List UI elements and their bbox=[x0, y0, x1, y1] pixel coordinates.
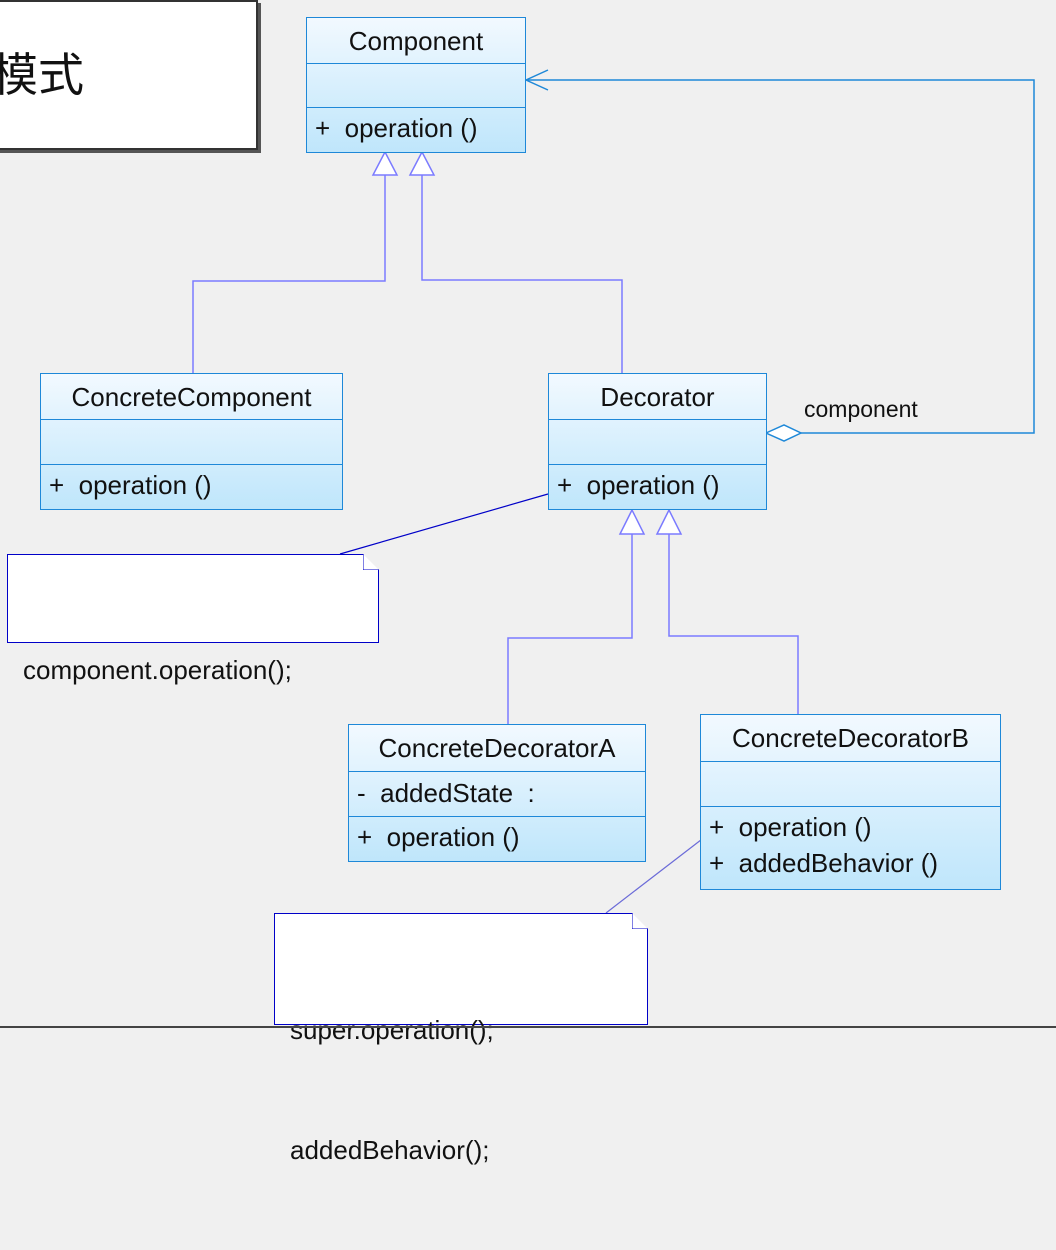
diagram-connectors bbox=[192, 69, 1035, 914]
attributes-section: - addedState : bbox=[349, 772, 645, 817]
operation-item: + operation () bbox=[49, 470, 212, 500]
attributes-section bbox=[701, 762, 1000, 807]
aggregation-diamond bbox=[764, 424, 803, 442]
operations-section: + operation () bbox=[307, 108, 525, 152]
class-component[interactable]: Component + operation () bbox=[306, 17, 526, 153]
note-line: component.operation(); bbox=[23, 655, 292, 685]
inheritance-arrowhead bbox=[655, 508, 683, 535]
inheritance-arrowhead bbox=[618, 508, 646, 535]
operations-section: + operation () bbox=[349, 817, 645, 861]
attributes-section bbox=[307, 64, 525, 108]
class-concrete-component[interactable]: ConcreteComponent + operation () bbox=[40, 373, 343, 510]
note-decorator-b[interactable]: super.operation(); addedBehavior(); bbox=[274, 913, 648, 1165]
inheritance-decoratorb-to-decorator bbox=[668, 533, 799, 714]
class-concrete-decorator-b[interactable]: ConcreteDecoratorB + operation () + adde… bbox=[700, 714, 1001, 890]
class-name: ConcreteDecoratorA bbox=[349, 725, 645, 772]
class-decorator[interactable]: Decorator + operation () bbox=[548, 373, 767, 510]
association-arrowhead bbox=[524, 69, 549, 91]
operation-item: + operation () bbox=[357, 822, 520, 852]
page-title: 模式 bbox=[0, 48, 84, 102]
association-role-label: component bbox=[804, 396, 918, 422]
operation-item: + operation () bbox=[709, 812, 872, 842]
note-line: addedBehavior(); bbox=[290, 1135, 490, 1165]
title-box: 模式 bbox=[0, 0, 258, 150]
note-fold-icon bbox=[363, 554, 379, 570]
class-name: Component bbox=[307, 18, 525, 64]
operation-item: + operation () bbox=[315, 113, 478, 143]
inheritance-arrowhead bbox=[408, 150, 436, 176]
operation-item: + addedBehavior () bbox=[709, 848, 939, 878]
note-line: super.operation(); bbox=[290, 1015, 494, 1045]
note-decorator[interactable]: component.operation(); bbox=[7, 554, 379, 685]
bottom-divider bbox=[0, 1026, 1056, 1028]
inheritance-concretecomponent-to-component bbox=[192, 174, 386, 373]
class-name: Decorator bbox=[549, 374, 766, 420]
inheritance-decorator-to-component bbox=[421, 174, 623, 373]
note-fold-icon bbox=[632, 913, 648, 929]
operations-section: + operation () + addedBehavior () bbox=[701, 807, 1000, 889]
inheritance-decoratora-to-decorator bbox=[507, 533, 633, 724]
note-anchor-line bbox=[339, 493, 549, 555]
inheritance-arrowhead bbox=[371, 150, 399, 176]
attribute-item: - addedState : bbox=[357, 778, 535, 808]
operation-item: + operation () bbox=[557, 470, 720, 500]
attributes-section bbox=[41, 420, 342, 465]
aggregation-decorator-to-component bbox=[526, 79, 1035, 434]
attributes-section bbox=[549, 420, 766, 465]
class-name: ConcreteComponent bbox=[41, 374, 342, 420]
operations-section: + operation () bbox=[41, 465, 342, 509]
note-anchor-line bbox=[605, 832, 711, 914]
class-concrete-decorator-a[interactable]: ConcreteDecoratorA - addedState : + oper… bbox=[348, 724, 646, 862]
class-name: ConcreteDecoratorB bbox=[701, 715, 1000, 762]
operations-section: + operation () bbox=[549, 465, 766, 509]
